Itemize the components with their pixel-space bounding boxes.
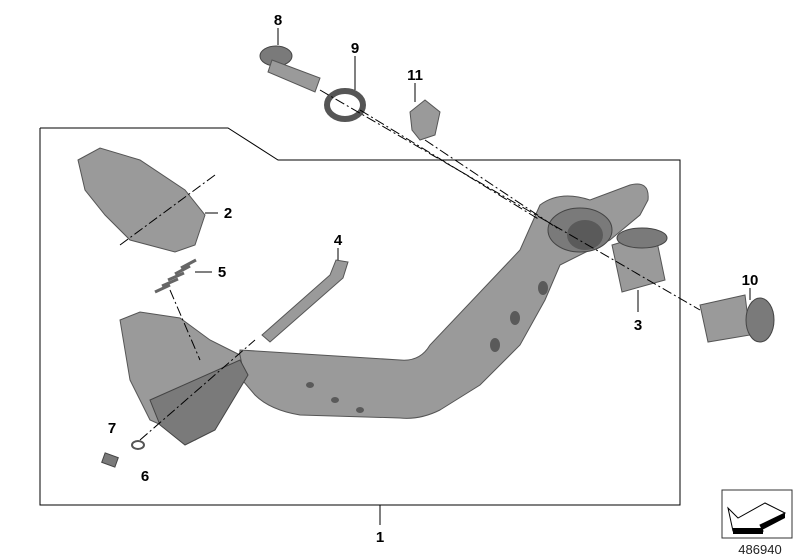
callout-8: 8 (274, 12, 282, 29)
callout-6: 6 (141, 468, 149, 485)
brake-lever (237, 183, 649, 419)
callout-3: 3 (634, 317, 642, 334)
assembly-frame (39, 127, 681, 506)
spring (154, 258, 197, 294)
bushing (611, 227, 668, 293)
grease-nipple (409, 99, 441, 141)
bolt (259, 45, 321, 93)
reference-number: 486940 (738, 542, 781, 557)
callout-7: 7 (108, 420, 116, 437)
small-washer (131, 440, 145, 450)
callout-1: 1 (376, 529, 384, 546)
screw (699, 294, 775, 343)
footpeg-plate (149, 359, 249, 446)
callout-10: 10 (742, 272, 759, 289)
callout-11: 11 (407, 67, 423, 84)
callout-4: 4 (334, 232, 343, 249)
pin (261, 259, 349, 343)
callout-2: 2 (224, 205, 232, 222)
callout-5: 5 (218, 264, 226, 281)
washer (324, 88, 366, 122)
clip (101, 452, 119, 468)
callout-9: 9 (351, 40, 359, 57)
footpeg-upper (77, 147, 206, 253)
direction-arrow-icon (721, 489, 793, 539)
